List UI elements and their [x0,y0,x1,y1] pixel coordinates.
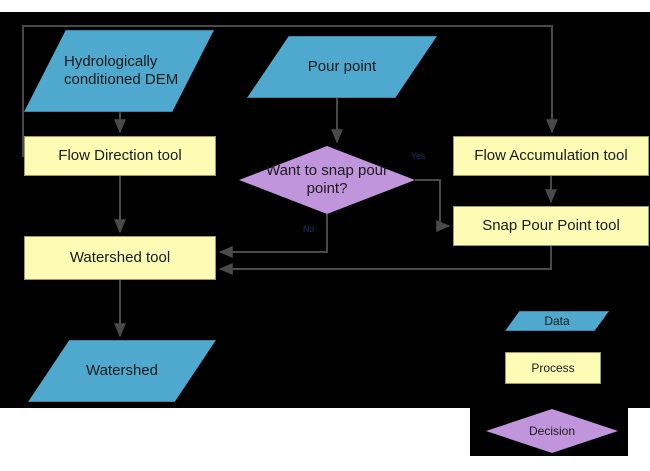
node-hydrologically-conditioned-dem[interactable]: Hydrologically conditioned DEM [24,30,214,112]
node-watershed-tool[interactable]: Watershed tool [24,236,216,280]
legend-label: Data [544,313,570,328]
node-pour-point[interactable]: Pour point [247,36,437,98]
legend-item-decision: Decision [486,409,618,453]
legend-item-data: Data [505,311,609,331]
node-label: Pour point [307,57,377,75]
node-watershed[interactable]: Watershed [28,340,216,402]
edge-snap-to-watershed-tool [218,246,552,275]
node-label: Flow Direction tool [58,146,182,164]
node-label: Flow Accumulation tool [474,146,628,164]
legend-item-process: Process [505,352,601,384]
legend-label: Decision [528,423,576,438]
node-flow-accumulation-tool[interactable]: Flow Accumulation tool [453,136,649,176]
edge-decision-yes-to-snap [415,179,451,232]
edge-label-no: No [303,224,315,234]
edge-flow-direction-to-flow-accumulation [22,25,558,157]
node-flow-direction-tool[interactable]: Flow Direction tool [24,136,216,176]
node-label: Watershed tool [69,248,171,266]
legend-label: Process [531,360,575,375]
node-snap-pour-point-tool[interactable]: Snap Pour Point tool [453,206,649,246]
edge-decision-no-to-watershed-tool [218,214,328,258]
node-want-to-snap-pour-point[interactable]: Want to snap pour point? [239,146,415,214]
node-label: Watershed [86,361,158,379]
node-label: Snap Pour Point tool [482,216,620,234]
node-label: Hydrologically conditioned DEM [64,52,179,88]
node-label: Want to snap pour point? [265,161,388,197]
edge-label-yes: Yes [411,151,426,161]
